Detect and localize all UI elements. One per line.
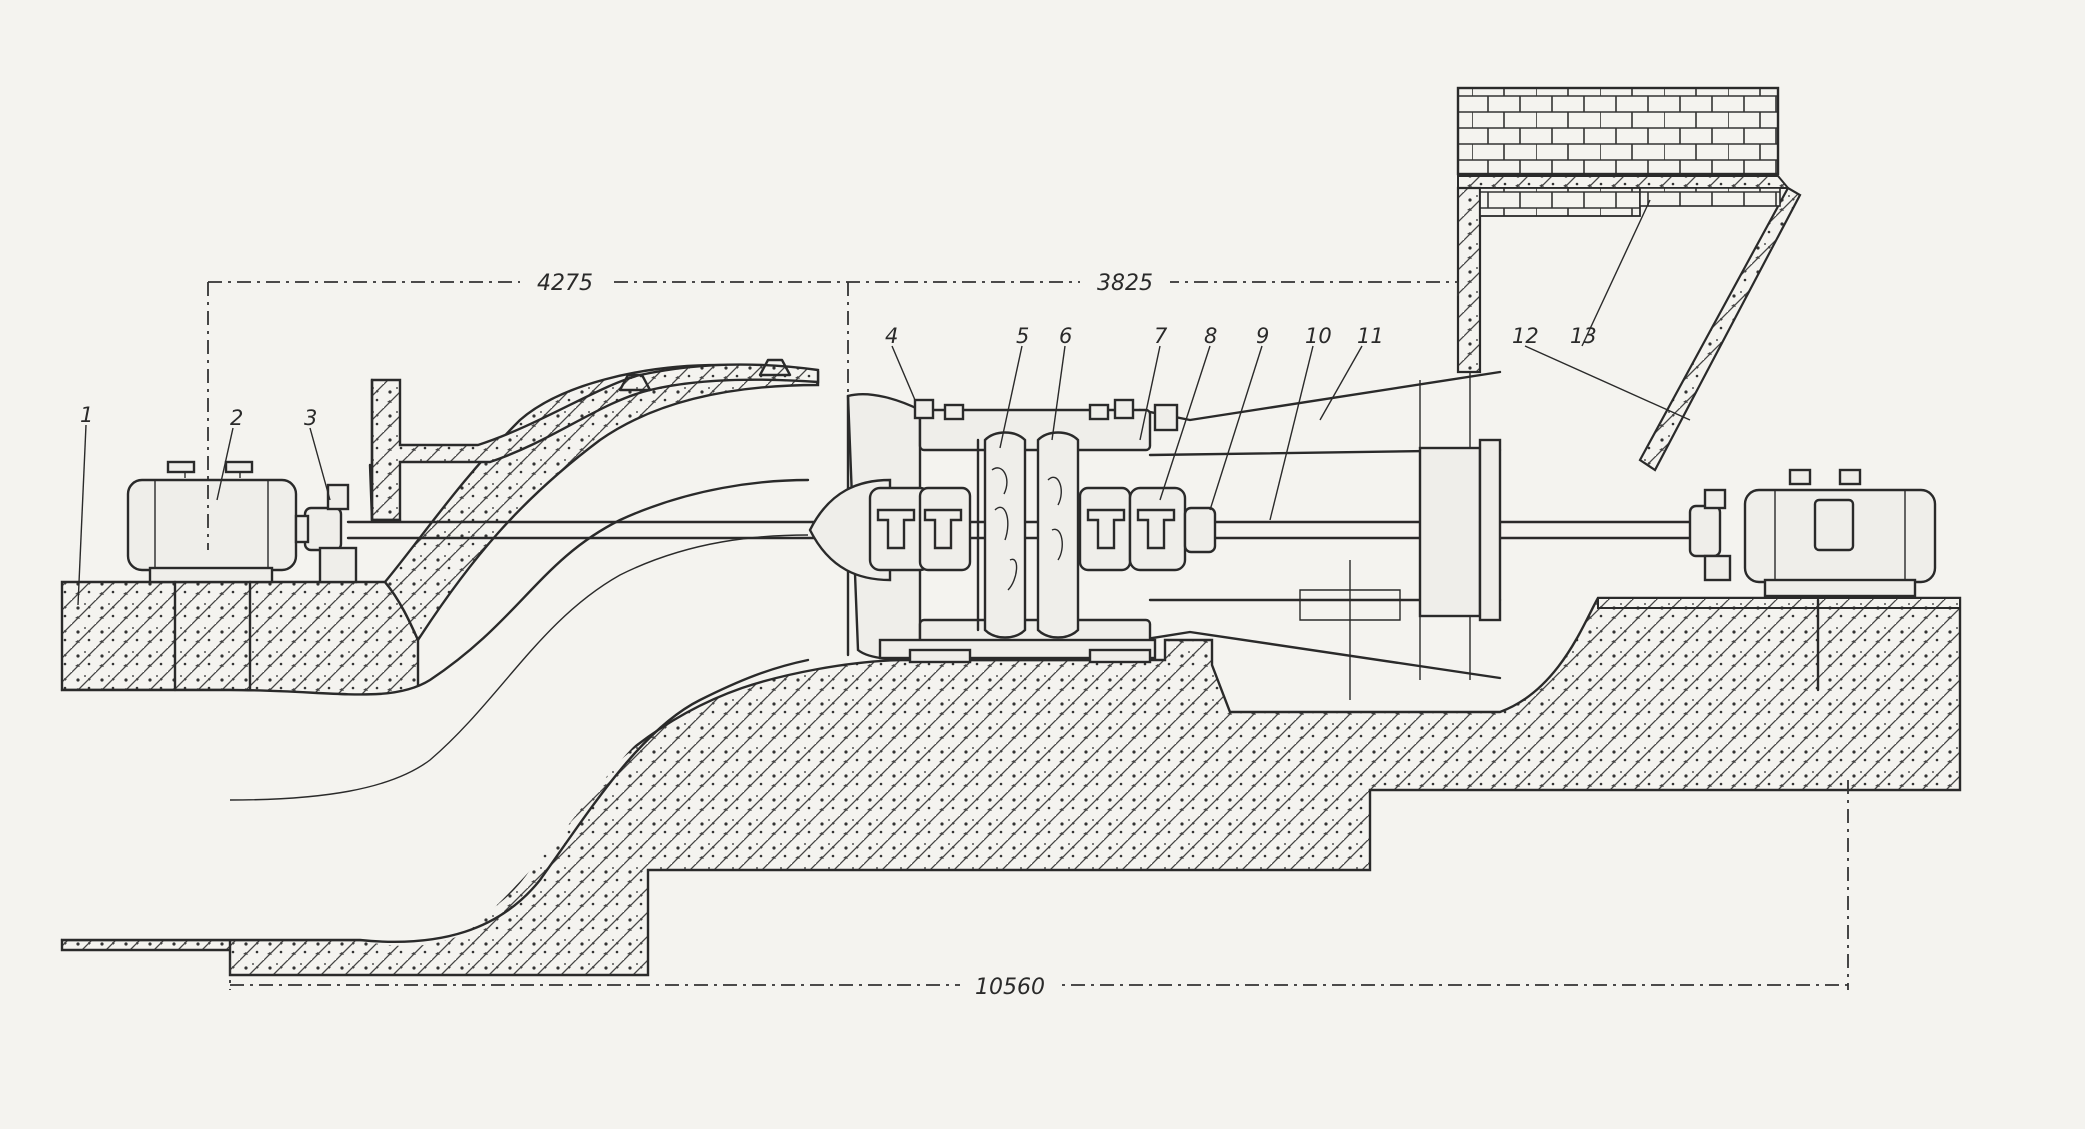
label-8: 8 bbox=[1204, 324, 1217, 348]
inlet-centerline bbox=[229, 534, 809, 801]
label-11: 11 bbox=[1357, 324, 1384, 348]
inlet-lower-contour bbox=[60, 658, 810, 943]
runner-assembly bbox=[868, 398, 1187, 664]
concrete-foundation bbox=[60, 186, 1962, 977]
label-10: 10 bbox=[1305, 324, 1332, 348]
label-13: 13 bbox=[1570, 324, 1597, 348]
label-4: 4 bbox=[885, 324, 898, 348]
label-1: 1 bbox=[80, 403, 93, 427]
label-5: 5 bbox=[1016, 324, 1029, 348]
left-generator bbox=[126, 460, 298, 692]
inlet-flange bbox=[368, 363, 820, 522]
dimension-total-length: 10560 bbox=[975, 975, 1045, 1000]
right-coupling bbox=[1183, 488, 1732, 582]
leader-lines bbox=[77, 199, 1691, 606]
inlet-water-passage bbox=[62, 480, 808, 946]
label-12: 12 bbox=[1512, 324, 1539, 348]
dimension-lines bbox=[207, 268, 1849, 1000]
brick-wall bbox=[1456, 86, 1791, 374]
dimension-left-span: 4275 bbox=[537, 271, 593, 296]
label-9: 9 bbox=[1256, 324, 1269, 348]
right-generator bbox=[1743, 468, 1937, 692]
callout-labels: 1 2 3 4 5 6 7 8 9 10 11 12 13 bbox=[80, 324, 1597, 430]
label-2: 2 bbox=[230, 406, 243, 430]
label-7: 7 bbox=[1154, 324, 1168, 348]
label-6: 6 bbox=[1059, 324, 1072, 348]
label-3: 3 bbox=[304, 406, 317, 430]
left-coupling bbox=[294, 483, 358, 584]
casing-bolts bbox=[618, 358, 792, 392]
inlet-upper-contour bbox=[60, 478, 810, 696]
dimension-middle-span: 3825 bbox=[1097, 271, 1153, 296]
